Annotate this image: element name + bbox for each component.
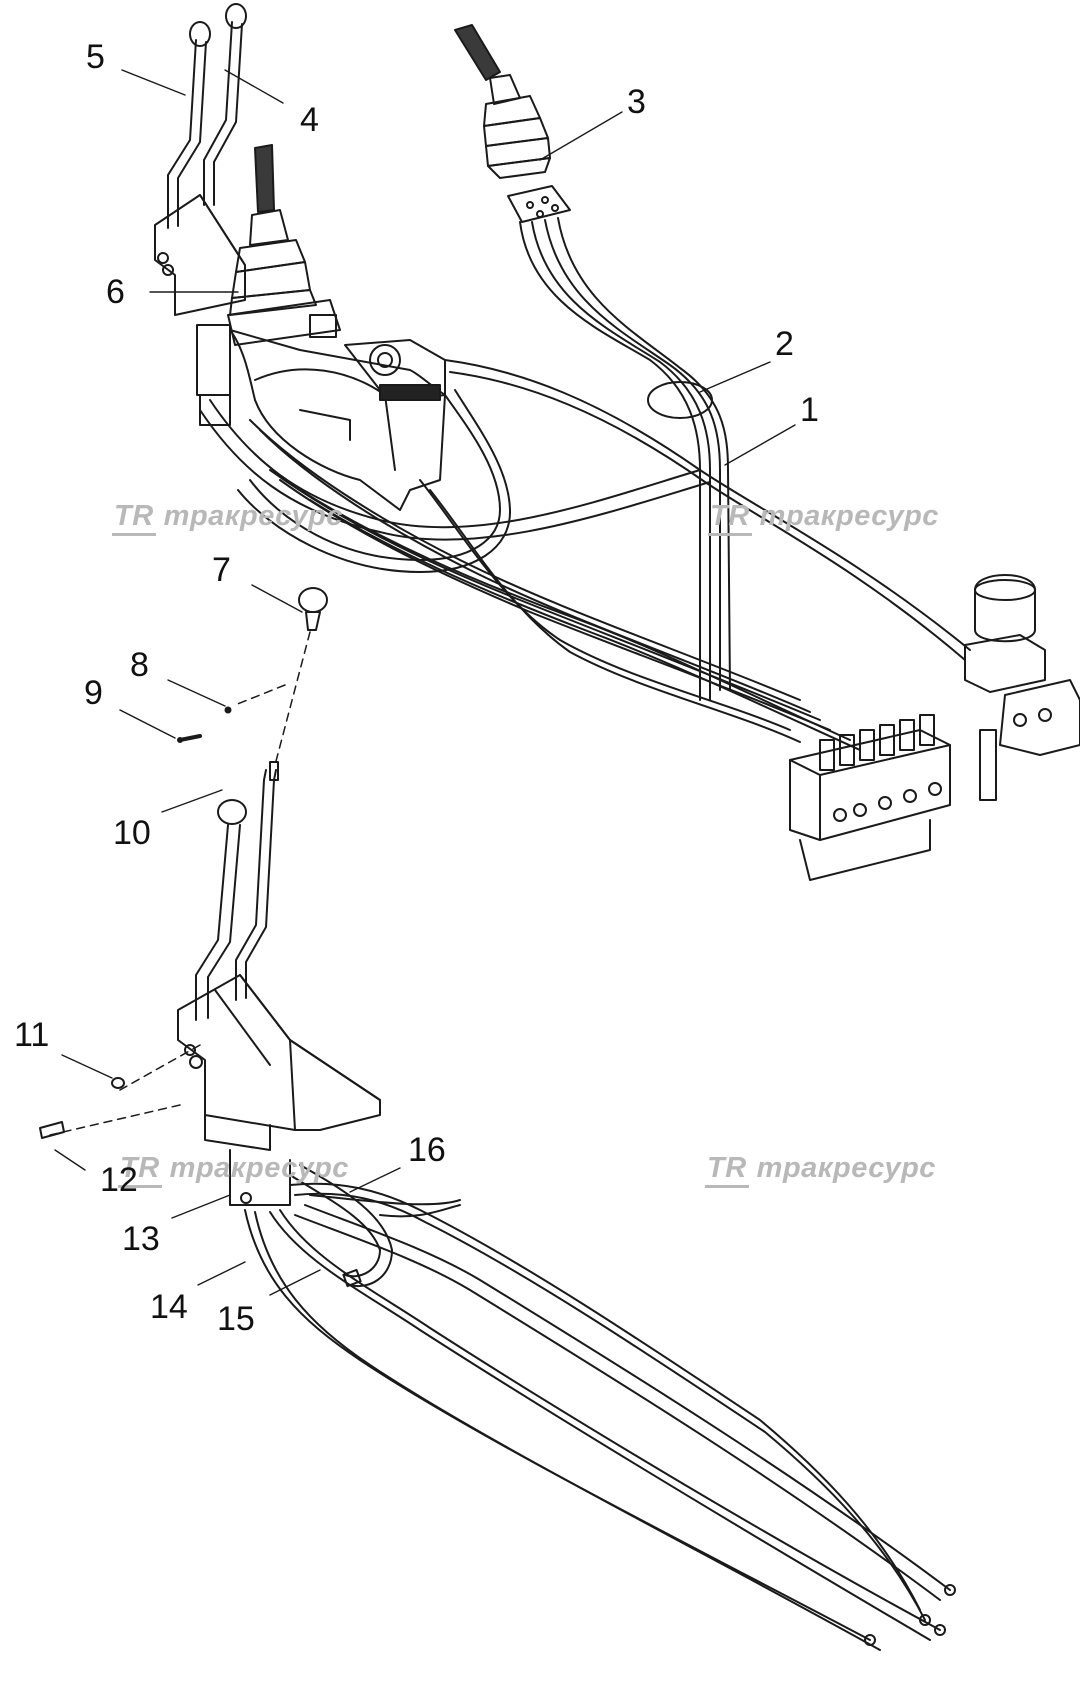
callout-2: 2 xyxy=(775,325,794,363)
control-console xyxy=(229,329,446,511)
leader-8 xyxy=(167,679,226,707)
callout-5: 5 xyxy=(86,38,105,76)
leader-10 xyxy=(161,789,223,813)
watermark-logo: TR xyxy=(705,1152,749,1188)
leader-12 xyxy=(54,1149,86,1171)
lever-knob xyxy=(189,21,211,47)
watermark-text: тракресурс xyxy=(756,1152,936,1184)
watermark-text: тракресурс xyxy=(169,1152,349,1184)
watermark-text: тракресурс xyxy=(759,500,939,532)
leader-7 xyxy=(251,584,303,613)
lower-lever-pair xyxy=(177,761,381,1206)
bolt-12 xyxy=(39,1121,65,1139)
callout-7: 7 xyxy=(212,551,231,589)
leader-1 xyxy=(724,424,796,466)
leader-14 xyxy=(197,1261,246,1286)
callout-14: 14 xyxy=(150,1288,188,1326)
watermark-logo: TR xyxy=(708,500,752,536)
lever-knob-7 xyxy=(298,587,328,631)
pins-8-9 xyxy=(177,706,232,743)
watermark-logo: TR xyxy=(118,1152,162,1188)
leader-lines xyxy=(54,69,796,1296)
callout-8: 8 xyxy=(130,646,149,684)
valve-bank xyxy=(789,714,951,881)
leader-16 xyxy=(349,1167,401,1193)
watermark-logo: TR xyxy=(112,500,156,536)
callout-13: 13 xyxy=(122,1220,160,1258)
leader-11 xyxy=(61,1054,113,1079)
callout-16: 16 xyxy=(408,1131,446,1169)
leader-4 xyxy=(224,69,284,104)
washer-11 xyxy=(111,1077,125,1089)
highlight-ellipse-2 xyxy=(647,381,713,419)
callout-3: 3 xyxy=(627,83,646,121)
callout-12: 12 xyxy=(100,1161,138,1199)
callout-11: 11 xyxy=(14,1016,50,1054)
callout-9: 9 xyxy=(84,674,103,712)
upper-lever-pair xyxy=(154,3,247,426)
leader-15 xyxy=(269,1269,321,1296)
callout-10: 10 xyxy=(113,814,151,852)
callout-4: 4 xyxy=(300,101,319,139)
leader-2 xyxy=(699,361,771,393)
leader-3 xyxy=(539,111,623,161)
accumulator-block xyxy=(964,574,1080,801)
joystick-6 xyxy=(227,144,341,346)
watermark-text: тракресурс xyxy=(163,500,343,532)
joystick-3 xyxy=(454,24,571,223)
dashed-leader-lines xyxy=(49,631,311,1136)
hoses-joystick-3 xyxy=(519,217,731,701)
leader-9 xyxy=(119,709,176,739)
lower-hoses xyxy=(244,1164,956,1651)
callout-1: 1 xyxy=(800,391,819,429)
hoses-console xyxy=(199,359,971,751)
leader-5 xyxy=(121,69,186,96)
callout-15: 15 xyxy=(217,1300,255,1338)
lever-knob xyxy=(217,799,247,825)
lever-knob xyxy=(225,3,247,29)
leader-13 xyxy=(171,1194,231,1219)
callout-6: 6 xyxy=(106,273,125,311)
